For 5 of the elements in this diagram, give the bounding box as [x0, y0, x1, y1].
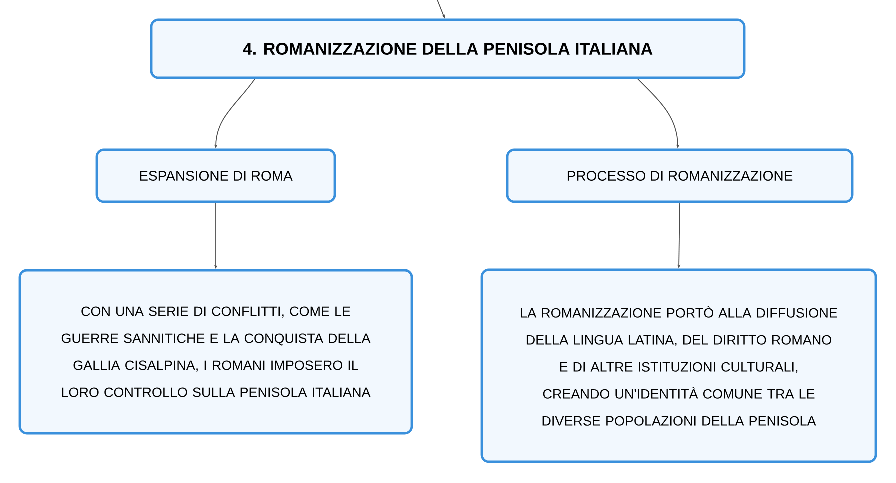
topic-box: ESPANSIONE DI ROMA	[96, 148, 336, 204]
title-box: 4. ROMANIZZAZIONE DELLA PENISOLA ITALIANA	[150, 18, 746, 80]
text-box: LA ROMANIZZAZIONE PORTÒ ALLA DIFFUSIONE DELLA LINGUA LATINA, DEL DIRITTO ROMANO E DI ALTRE ISTITUZIONI CULTURALI, CREANDO UN'IDENTITÀ COMUNE TRA LE DIVERSE POPOLAZIONI DELLA PENISOLA	[480, 268, 878, 464]
topic-box: PROCESSO DI ROMANIZZAZIONE	[506, 148, 854, 204]
text-box: CON UNA SERIE DI CONFLITTI, COME LE GUERRE SANNITICHE E LA CONQUISTA DELLA GALLIA CISALPINA, I ROMANI IMPOSERO IL LORO CONTROLLO SULLA PENISOLA ITALIANA	[18, 269, 414, 435]
